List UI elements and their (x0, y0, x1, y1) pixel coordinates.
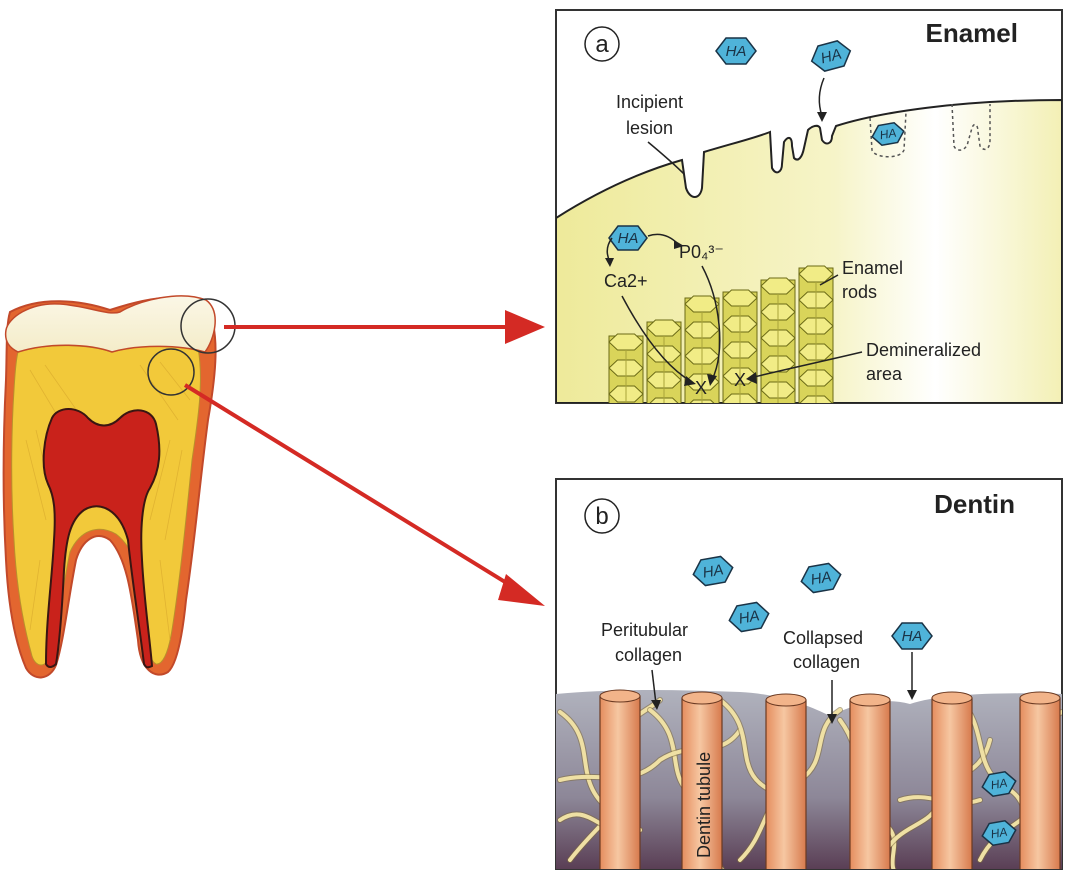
demineralized-arrowhead (746, 372, 757, 384)
dentin-tubules (599, 689, 1061, 869)
dentin-tubule (681, 697, 723, 869)
svg-text:HA: HA (902, 628, 923, 645)
svg-text:HA: HA (809, 568, 832, 588)
enamel-cap (4, 295, 216, 353)
enamel-rods (608, 265, 834, 403)
peritubular-arrowhead (651, 700, 661, 710)
enamel-rod-segment (646, 319, 682, 337)
dentin-zoom-circle (147, 348, 195, 396)
ha-crystal-a4: HA (608, 225, 648, 251)
dentin-tubule-opening (765, 693, 807, 707)
dentin-tubule-opening (1019, 691, 1061, 705)
svg-text:HA: HA (990, 776, 1009, 793)
svg-text:HA: HA (701, 561, 724, 581)
enamel-rod-segment (684, 295, 720, 313)
dentin-tubule (931, 697, 973, 869)
dentin-tubule-opening (681, 691, 723, 705)
enamel-rod-segment (760, 277, 796, 295)
arrow-to-dentin-head (498, 574, 545, 606)
panel-enamel: HA HA HA HA (555, 9, 1063, 404)
ha-crystal-b6: HA (981, 819, 1017, 847)
svg-text:HA: HA (819, 46, 844, 68)
enamel-rod-segment (608, 333, 644, 351)
ca-ion-label: Ca2+ (604, 271, 648, 291)
ha-crystal-a3: HA (871, 121, 905, 147)
incipient-lesion-label-2: lesion (626, 118, 673, 138)
po4-to-x-arrowhead (707, 374, 717, 386)
dentin-tubule-opening (931, 691, 973, 705)
panel-b-title: Dentin (934, 489, 1015, 519)
peritubular-label-2: collagen (615, 645, 682, 665)
collapsed-arrowhead (827, 714, 837, 724)
svg-text:HA: HA (990, 825, 1009, 842)
pointer-arrows (183, 310, 545, 606)
dentin-tubule (599, 695, 641, 869)
ha-to-po4-arrowhead (674, 240, 684, 249)
enamel-rod-segment (722, 289, 758, 307)
ha-crystal-a2: HA (810, 40, 852, 72)
ha-crystal-b5: HA (981, 770, 1017, 798)
remineralized-pit-1 (869, 111, 907, 158)
svg-text:HA: HA (618, 230, 639, 247)
panel-dentin: HA HA HA HA HA HA (555, 478, 1063, 870)
dentin-tubule (1019, 697, 1061, 869)
dentin-tubule-opening (599, 689, 641, 703)
ha-b4-arrowhead (907, 690, 917, 700)
pulp-chamber (42, 408, 161, 669)
peritubular-label-1: Peritubular (601, 620, 688, 640)
incipient-lesion-label-1: Incipient (616, 92, 683, 112)
demineralized-mark-2: X (734, 370, 746, 390)
panel-a-letter: a (595, 31, 609, 58)
collapsed-label-2: collagen (793, 652, 860, 672)
peritubular-pointer (651, 669, 657, 705)
lesion-pointer (647, 141, 685, 175)
svg-text:HA: HA (737, 607, 760, 627)
tooth-illustration (2, 295, 236, 679)
po4-ion-label: P0₄³⁻ (679, 242, 724, 262)
panel-a-letter-circle (584, 26, 620, 62)
enamel-rods-label-2: rods (842, 282, 877, 302)
po4-to-x-arrow (701, 265, 721, 381)
panel-b-letter: b (595, 503, 608, 530)
dentin-tubule (765, 699, 807, 869)
ha-crystal-b4: HA (891, 622, 933, 650)
rods-pointer (819, 274, 839, 286)
collapsed-label-1: Collapsed (783, 628, 863, 648)
ha-crystal-a1: HA (715, 37, 757, 65)
svg-text:HA: HA (879, 126, 898, 143)
arrow-to-dentin-line (183, 383, 520, 592)
ha-crystal-b2: HA (800, 562, 842, 594)
panel-b-letter-circle (584, 498, 620, 534)
dentin-tubule (849, 699, 891, 869)
arrow-to-enamel-head (505, 310, 545, 344)
ca-to-x-arrow (621, 295, 693, 383)
ha-to-ca-arrowhead (605, 258, 614, 267)
demineralized-mark-1: X (695, 378, 707, 398)
svg-text:HA: HA (726, 43, 747, 60)
demineralized-pointer (749, 351, 863, 379)
ha-crystal-b1: HA (692, 555, 734, 587)
ha-crystal-b3: HA (728, 601, 770, 633)
enamel-region (556, 98, 1062, 403)
dentin-tubule-opening (849, 693, 891, 707)
dentin-tubule-label: Dentin tubule (694, 752, 714, 858)
remineralized-pit-2 (951, 103, 991, 151)
enamel-rods-label-1: Enamel (842, 258, 903, 278)
ha-deposit-arrowhead (817, 112, 827, 122)
enamel-rod-segment (798, 265, 834, 283)
demineralized-label-2: area (866, 364, 903, 384)
demineralized-label-1: Demineralized (866, 340, 981, 360)
ca-to-x-arrowhead (684, 376, 696, 386)
panel-a-title: Enamel (926, 18, 1019, 48)
